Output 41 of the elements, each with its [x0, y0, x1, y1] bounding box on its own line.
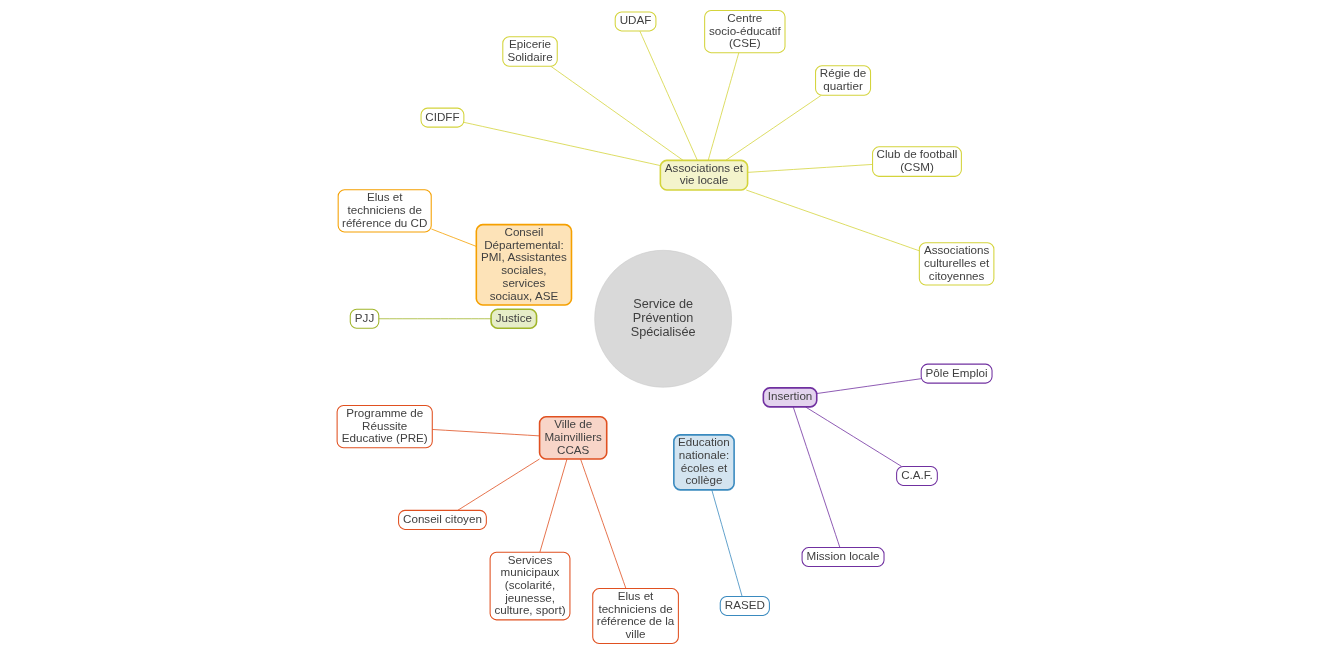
node-box: Conseil citoyen: [397, 509, 487, 530]
connector: [579, 458, 626, 589]
connector: [463, 121, 661, 166]
connector: [550, 65, 683, 161]
connector: [792, 406, 840, 548]
connector: [539, 458, 567, 553]
node-box: Conseil Départemental: PMI, Assistantes sociales, services sociaux, ASE: [475, 223, 572, 306]
node-box: Centre socio-éducatif (CSE): [703, 9, 786, 54]
node-box: Mission locale: [801, 547, 885, 568]
node-box: Pôle Emploi: [920, 363, 993, 384]
connector: [430, 228, 477, 247]
node-box: Epicerie Solidaire: [501, 36, 558, 67]
connector: [639, 30, 698, 161]
node-box: CIDFF: [420, 107, 464, 128]
node-box: Justice: [489, 308, 537, 330]
connector: [377, 318, 491, 320]
node-box: Associations et vie locale: [659, 159, 748, 191]
node-box: Associations culturelles et citoyennes: [918, 242, 994, 286]
node-box: Ville de Mainvilliers CCAS: [538, 415, 607, 460]
node-box: C.A.F.: [895, 465, 938, 486]
node-box: Services municipaux (scolarité, jeunesse, culture, sport): [489, 551, 570, 621]
node-box: Régie de quartier: [814, 65, 871, 96]
connector: [456, 458, 540, 511]
connector: [746, 164, 873, 173]
node-box: Elus et techniciens de référence du CD: [337, 189, 432, 233]
node-box: Insertion: [762, 387, 818, 408]
node-box: Elus et techniciens de référence de la ville: [591, 588, 679, 645]
node-box: Education nationale: écoles et collège: [672, 434, 735, 491]
connector: [804, 406, 902, 467]
node-circle: Service de Prévention Spécialisée: [593, 250, 732, 388]
connector: [745, 189, 920, 252]
node-box: Club de football (CSM): [871, 146, 962, 177]
connector: [431, 429, 540, 437]
node-box: PJJ: [349, 308, 379, 329]
connector: [707, 52, 739, 161]
connector: [815, 378, 921, 394]
node-box: UDAF: [614, 11, 656, 32]
node-box: RASED: [719, 595, 770, 616]
node-box: Programme de Réussite Educative (PRE): [336, 404, 433, 449]
connector: [710, 489, 742, 597]
connector: [724, 94, 822, 161]
